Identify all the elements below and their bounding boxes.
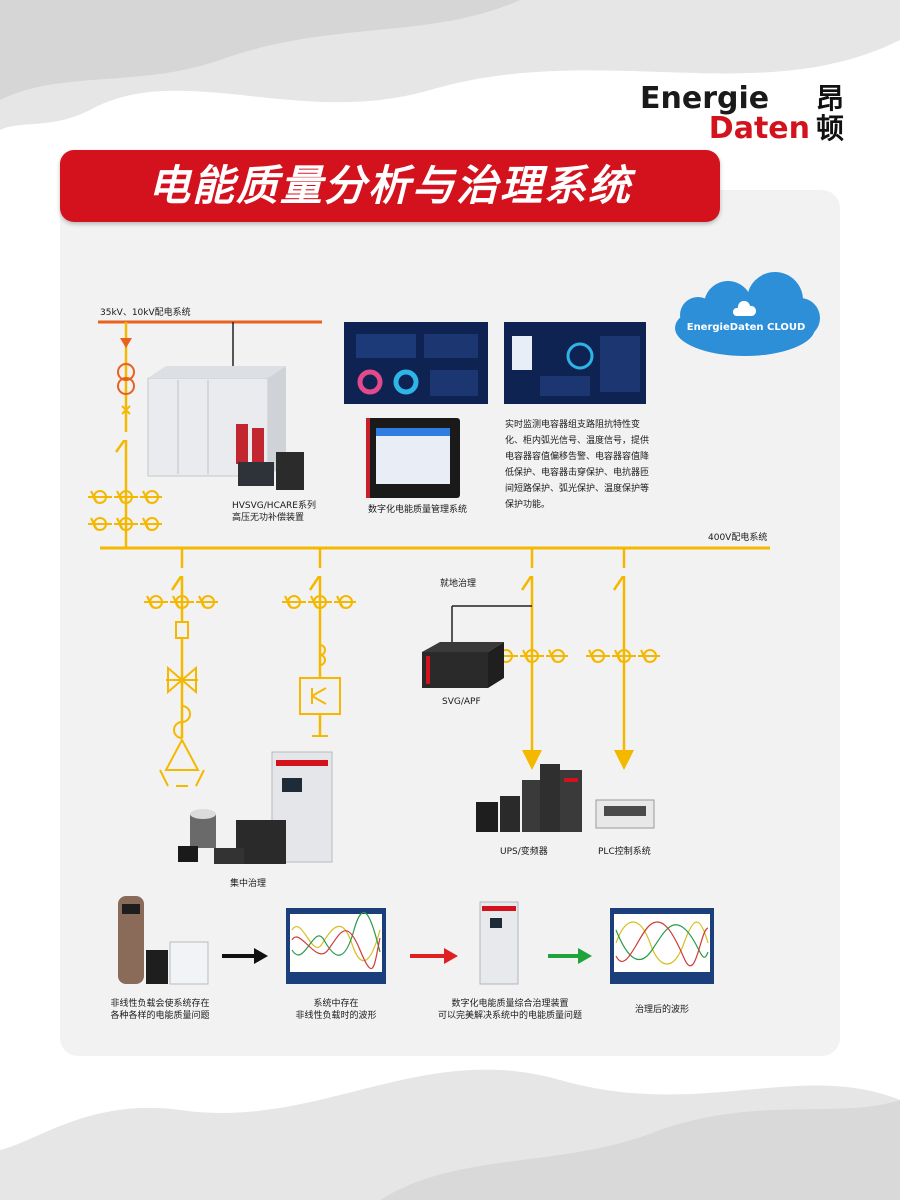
svg-apf-image (422, 642, 504, 688)
nonlinear-load-image (118, 896, 209, 985)
flow-caption-3: 数字化电能质量综合治理装置可以完美解决系统中的电能质量问题 (437, 999, 582, 1021)
flow-caption-1: 非线性负载会使系统存在各种各样的电能质量问题 (110, 999, 210, 1021)
dashboard-screen-1 (344, 322, 488, 404)
reactor-icon (173, 705, 191, 739)
plc-label: PLC控制系统 (598, 847, 651, 857)
flow-caption-4: 治理后的波形 (634, 1005, 689, 1015)
hv-arrow-icon (120, 338, 132, 348)
lv-bus-label: 400V配电系统 (708, 533, 768, 543)
flow-caption-2: 系统中存在非线性负载时的波形 (295, 999, 377, 1021)
switch-icon (308, 574, 322, 591)
central-label: 集中治理 (230, 879, 267, 889)
arrow-icon (222, 948, 268, 964)
thyristor-icon (166, 665, 198, 695)
waveform-screen-before (286, 908, 386, 984)
brand-logo: Energie Daten (640, 84, 810, 144)
ups-inverter-image (476, 764, 582, 832)
arrow-icon (410, 948, 458, 964)
switch-icon (612, 574, 626, 591)
igbt-icon (299, 677, 341, 715)
svg-apf-label: SVG/APF (442, 697, 481, 707)
fuse-icon (175, 621, 189, 639)
monitor-description: 实时监测电容器组支路阻抗特性变化、柜内弧光信号、温度信号，提供电容器容值偏移告警… (505, 420, 650, 510)
cloud-label: EnergieDaten CLOUD (686, 322, 806, 333)
treatment-cabinet-image (479, 901, 519, 985)
central-equipment-image (178, 751, 333, 864)
dashboard-screen-2 (504, 322, 646, 404)
mgmt-system-label: 数字化电能质量管理系统 (368, 505, 468, 515)
waveform-screen-after (610, 908, 714, 984)
hv-container-image (147, 366, 304, 490)
transformer-icon (117, 363, 135, 381)
brand-name-cn: 昂顿 (816, 82, 845, 145)
arrow-icon (548, 948, 592, 964)
reactor-icon (319, 644, 326, 666)
capacitor-icon (159, 737, 205, 787)
title-banner: 电能质量分析与治理系统 (60, 150, 720, 222)
switch-icon (170, 574, 184, 591)
local-label: 就地治理 (440, 579, 477, 589)
hvsvg-label: HVSVG/HCARE系列 (232, 501, 316, 511)
brand-name-line1: Energie (640, 81, 770, 116)
switch-icon (520, 574, 534, 591)
brand-name-line2: Daten (708, 111, 810, 146)
ups-label: UPS/变频器 (500, 847, 548, 857)
plc-image (595, 799, 655, 829)
hvsvg-sub-label: 高压无功补偿装置 (232, 513, 305, 523)
cloud-icon (675, 272, 820, 356)
hv-bus-label: 35kV、10kV配电系统 (100, 308, 191, 318)
hmi-panel-image (366, 418, 460, 498)
page-title: 电能质量分析与治理系统 (147, 161, 632, 210)
switch-icon (114, 437, 128, 453)
